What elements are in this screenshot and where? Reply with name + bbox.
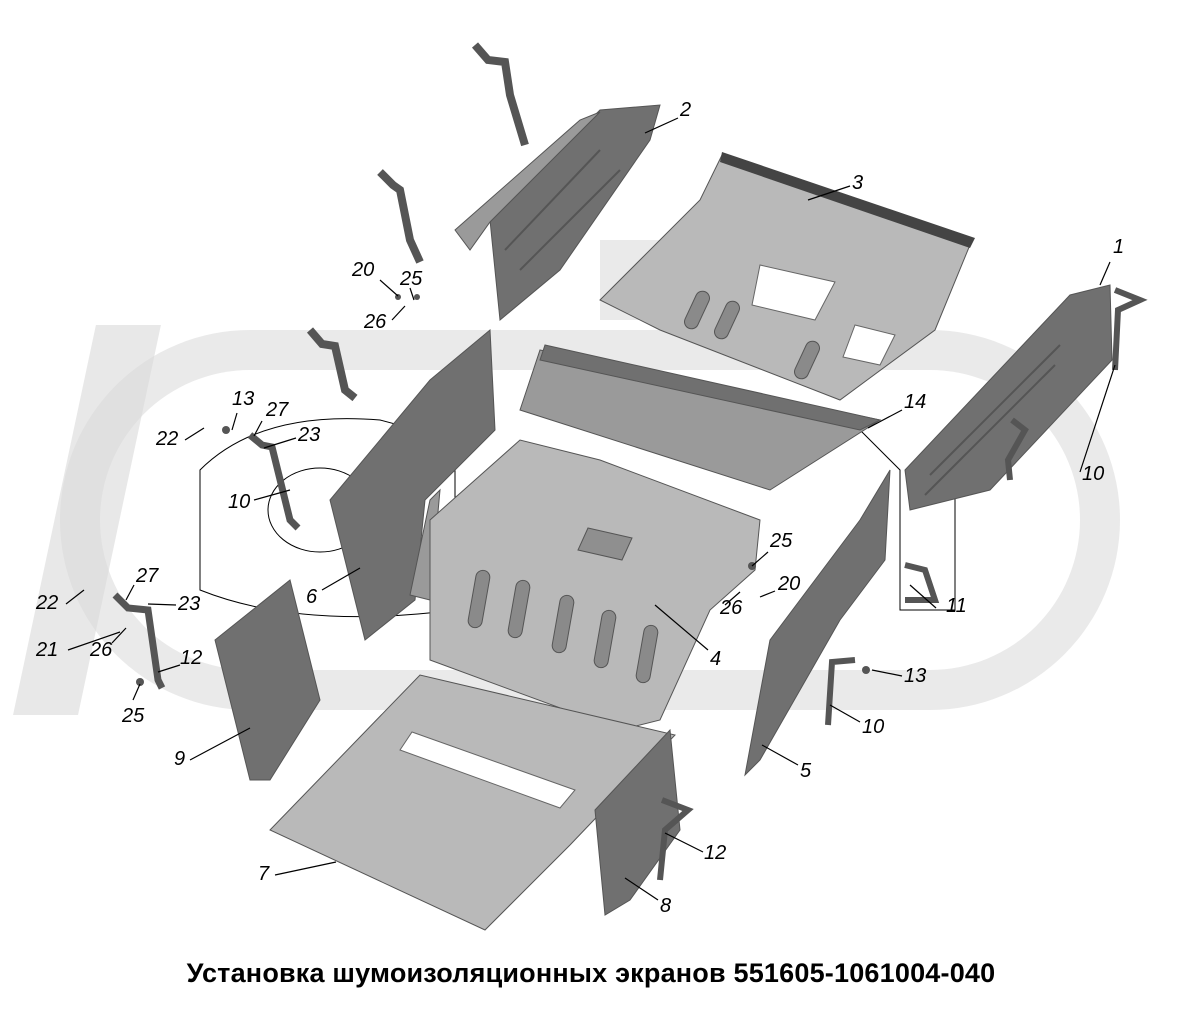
- callout-label-25: 25: [399, 268, 423, 290]
- callout-label-3: 3: [852, 172, 863, 194]
- callout-leader-23: [263, 437, 297, 449]
- callout-leader-20: [379, 279, 399, 297]
- callout-leader-5: [761, 744, 799, 766]
- callout-label-5: 5: [800, 760, 812, 782]
- callout-leader-26: [724, 591, 741, 606]
- callout-leader-12: [664, 832, 704, 853]
- part-4-screen: [429, 439, 761, 731]
- callout-label-10: 10: [862, 716, 884, 738]
- callout-label-1: 1: [1113, 236, 1124, 258]
- callout-leader-25: [409, 287, 415, 301]
- callout-leader-8: [624, 877, 659, 901]
- callout-leader-13: [231, 412, 238, 431]
- part-1-panel: [904, 284, 1148, 511]
- callout-label-12: 12: [704, 842, 726, 864]
- fasteners-left: [112, 294, 870, 690]
- part-3-screen: [599, 152, 975, 401]
- callout-label-21: 21: [35, 639, 58, 661]
- callout-leader-2: [644, 117, 679, 134]
- callout-leader-27: [253, 420, 263, 437]
- callout-label-26: 26: [89, 639, 113, 661]
- callout-leader-4: [654, 604, 709, 651]
- diagram-caption: Установка шумоизоляционных экранов 55160…: [186, 958, 996, 988]
- callout-label-20: 20: [351, 259, 374, 281]
- callout-leader-25: [751, 551, 769, 567]
- callout-leader-22: [65, 589, 85, 605]
- part-8-panel: [594, 728, 694, 916]
- callout-label-27: 27: [135, 565, 159, 587]
- callout-label-10: 10: [1082, 463, 1104, 485]
- callout-label-12: 12: [180, 647, 202, 669]
- callout-label-27: 27: [265, 399, 289, 421]
- callout-label-23: 23: [177, 593, 200, 615]
- callout-label-11: 11: [946, 595, 967, 617]
- callout-label-22: 22: [155, 428, 178, 450]
- callout-leader-11: [909, 584, 937, 609]
- callout-layer: 1234567891010101112121313142020212222232…: [35, 99, 1124, 917]
- callout-label-13: 13: [232, 388, 254, 410]
- callout-label-26: 26: [363, 311, 387, 333]
- part-5-wall: [744, 469, 891, 777]
- callout-leader-23: [147, 603, 177, 606]
- callout-label-2: 2: [679, 99, 691, 121]
- bracket-set-right: [825, 562, 940, 726]
- callout-leader-10: [829, 704, 861, 723]
- callout-label-7: 7: [258, 863, 270, 885]
- callout-leader-26: [111, 627, 127, 644]
- callout-leader-10: [1079, 364, 1116, 473]
- part-14-strip: [519, 344, 882, 491]
- callout-label-25: 25: [121, 705, 145, 727]
- callout-label-26: 26: [719, 597, 743, 619]
- callout-label-20: 20: [777, 573, 800, 595]
- callout-leader-3: [807, 185, 851, 201]
- callout-leader-7: [274, 861, 337, 876]
- callout-label-23: 23: [297, 424, 320, 446]
- part-2-panel: [454, 104, 661, 321]
- callout-label-25: 25: [769, 530, 793, 552]
- callout-label-9: 9: [174, 748, 185, 770]
- callout-leader-14: [867, 409, 903, 429]
- callout-leader-20: [759, 590, 776, 598]
- callout-leader-1: [1099, 261, 1111, 286]
- callout-leader-21: [67, 631, 121, 651]
- part-9-panel: [214, 579, 321, 781]
- callout-label-4: 4: [710, 648, 721, 670]
- bracket-set-upper-left: [306, 42, 529, 402]
- callout-leader-25: [132, 683, 141, 701]
- callout-leader-22: [184, 427, 205, 441]
- callout-label-10: 10: [228, 491, 250, 513]
- callout-label-8: 8: [660, 895, 671, 917]
- callout-leader-12: [157, 664, 181, 673]
- callout-label-6: 6: [306, 586, 318, 608]
- callout-leader-10: [253, 489, 291, 501]
- callout-label-13: 13: [904, 665, 926, 687]
- callout-leader-27: [125, 584, 135, 601]
- callout-leader-9: [189, 727, 251, 761]
- callout-leader-26: [391, 305, 406, 321]
- callout-leader-13: [871, 669, 903, 677]
- callout-label-14: 14: [904, 391, 926, 413]
- callout-label-22: 22: [35, 592, 58, 614]
- callout-leader-6: [321, 567, 361, 591]
